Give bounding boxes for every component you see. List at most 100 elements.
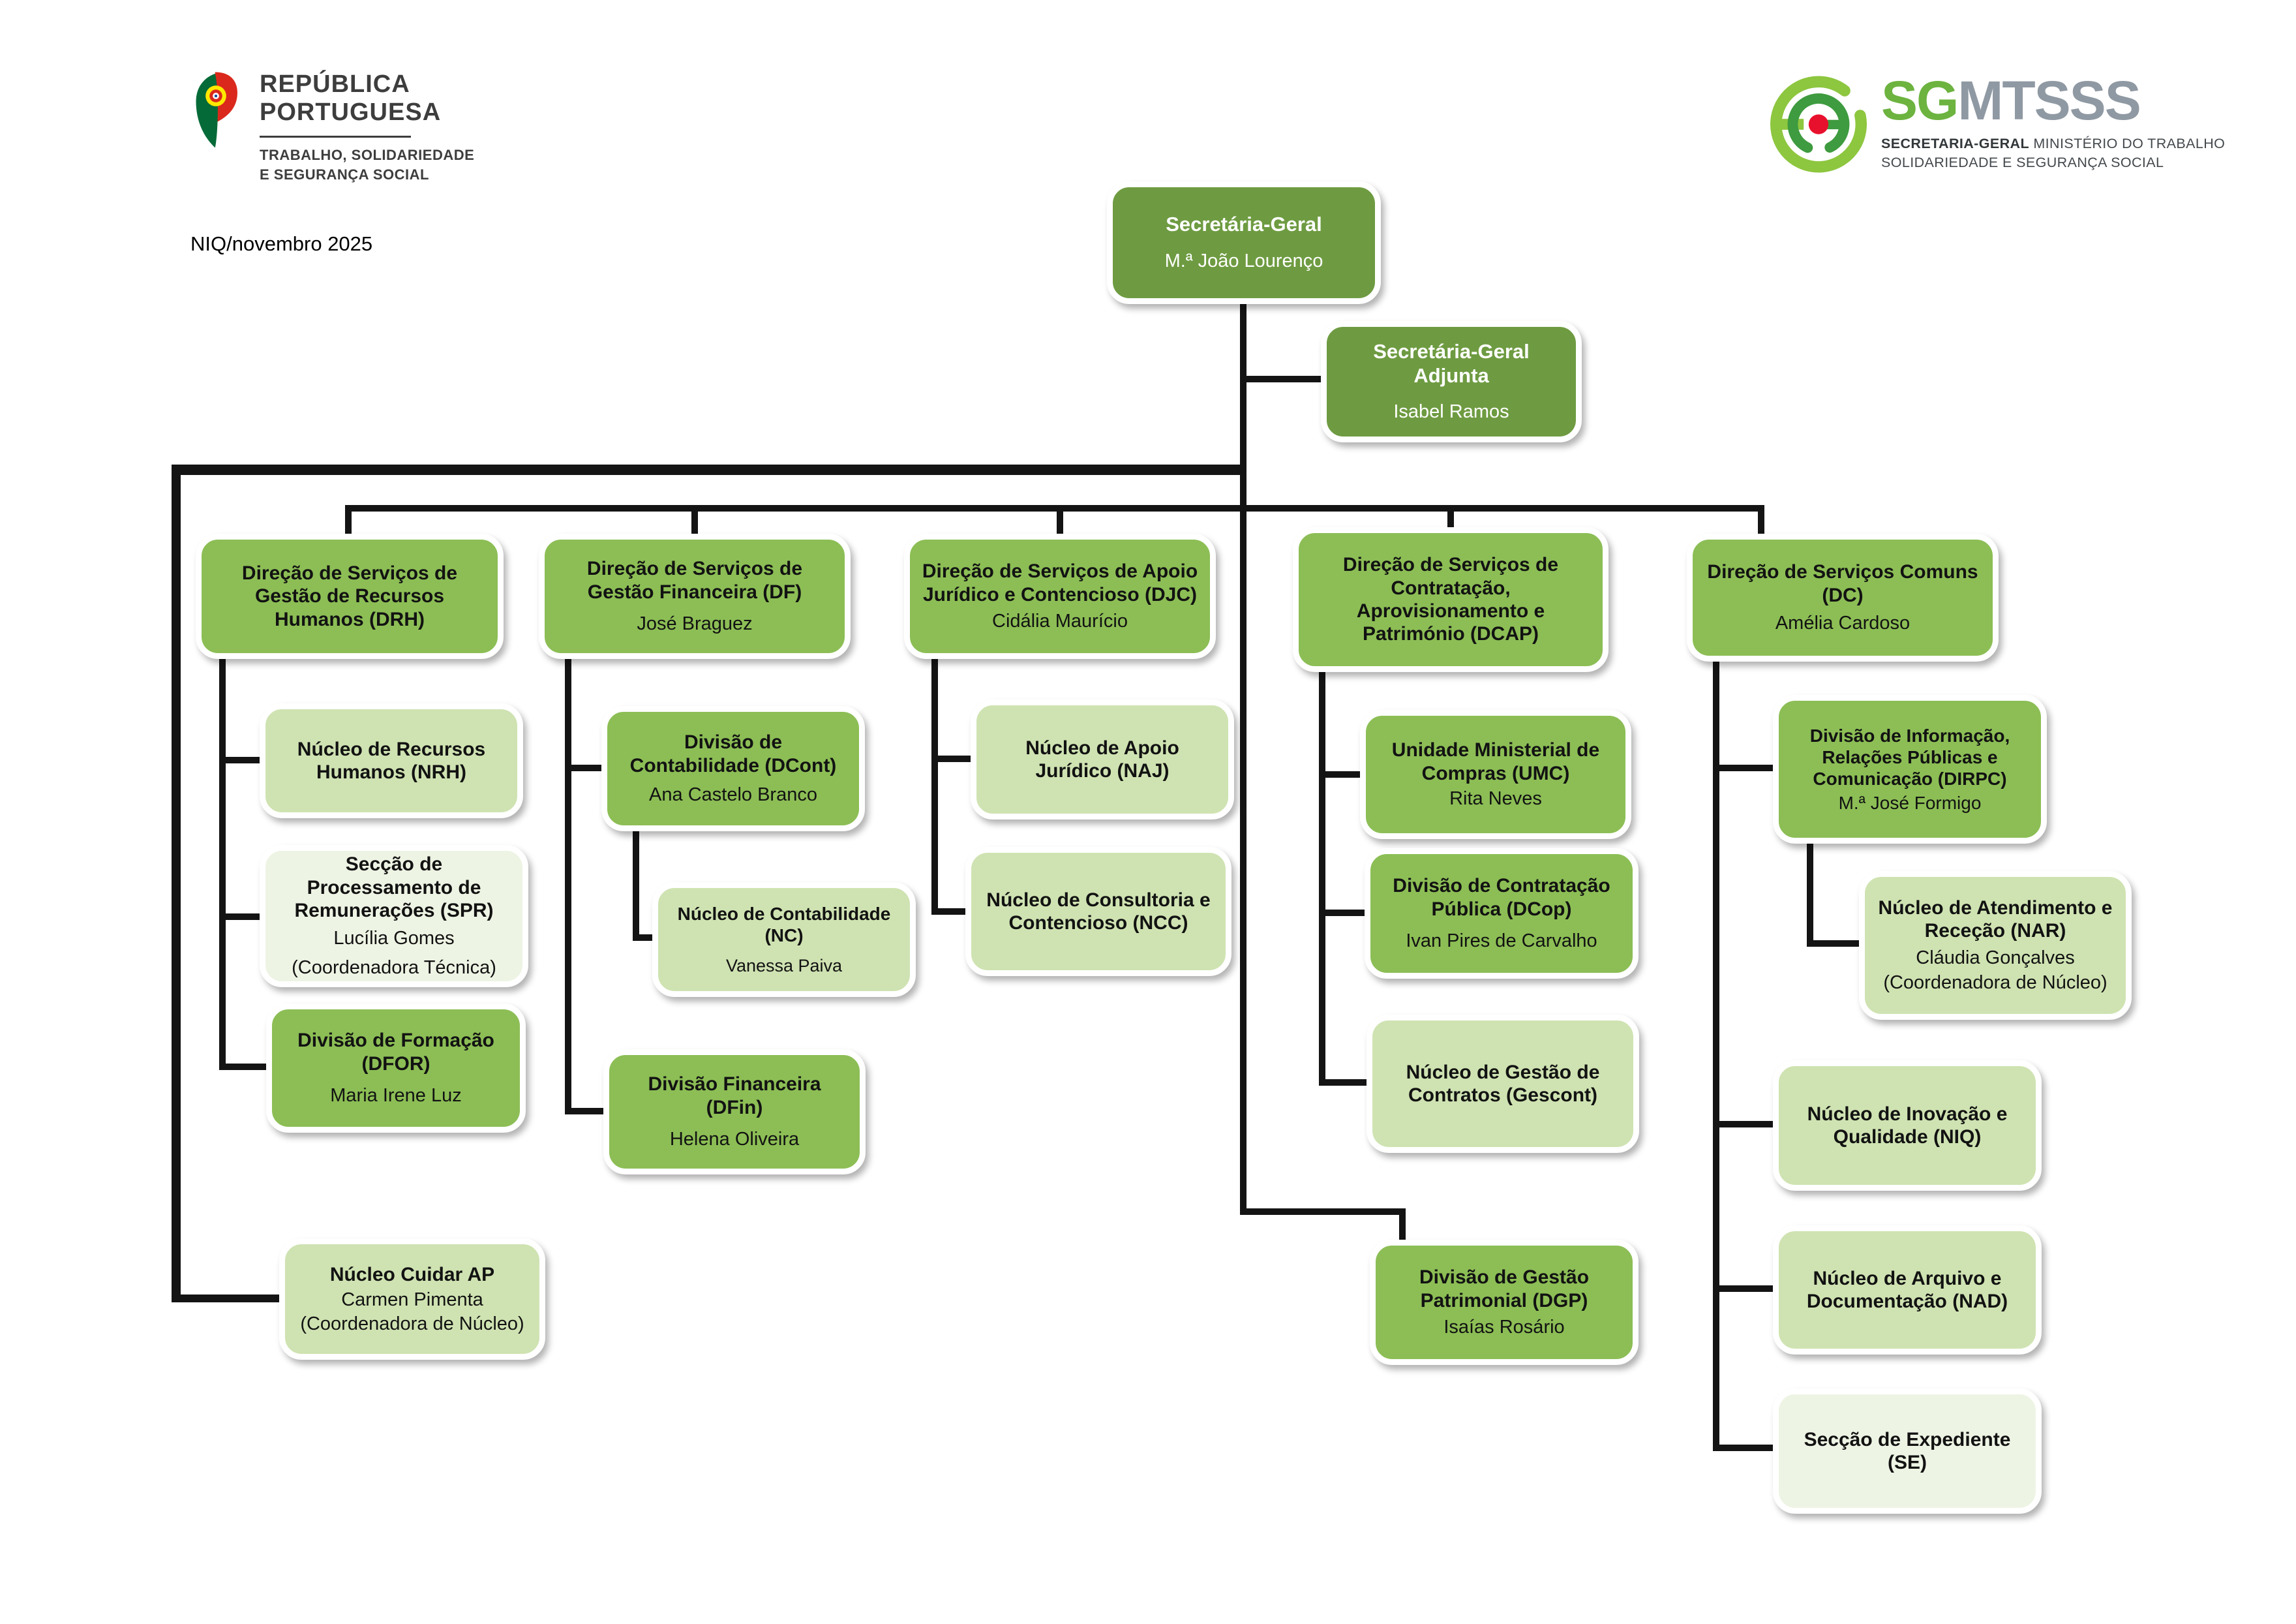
node-df-name: José Braguez [637, 613, 753, 634]
node-nar-title: Núcleo de Atendimento e Receção (NAR) [1878, 896, 2113, 942]
connector-dgp-elbow-v [1399, 1208, 1406, 1244]
node-djc-title: Direção de Serviços de Apoio Jurídico e … [922, 560, 1198, 605]
connector-stub-dfin [565, 1108, 605, 1114]
node-nar-name: Cláudia Gonçalves [1916, 947, 2075, 968]
node-nc-name: Vanessa Paiva [725, 955, 843, 975]
connector-stub-ncc [931, 908, 967, 915]
connector-main-vertical [1240, 301, 1246, 1215]
node-djc-name: Cidália Maurício [992, 610, 1128, 632]
connector-stub-dfor [219, 1064, 267, 1070]
connector-stub-umc [1319, 771, 1361, 778]
node-df-title: Direção de Serviços de Gestão Financeira… [586, 558, 803, 603]
node-drh-title: Direção de Serviços de Gestão de Recurso… [241, 562, 458, 630]
connector-stub-dcop [1319, 910, 1366, 916]
node-dfor-name: Maria Irene Luz [330, 1084, 462, 1106]
node-secretaria-geral-title: Secretária-Geral [1166, 213, 1322, 236]
connector-stub-df [691, 505, 698, 535]
sgmtsss-target-icon [1770, 76, 1867, 173]
node-dgp: Divisão de Gestão Patrimonial (DGP) Isaí… [1370, 1240, 1639, 1365]
node-se: Secção de Expediente (SE) [1773, 1388, 2042, 1514]
connector-stub-nar [1807, 940, 1860, 947]
connector-stub-dcont [565, 765, 603, 771]
connector-v-dcont [633, 829, 639, 941]
node-dcap: Direção de Serviços de Contratação, Apro… [1293, 527, 1609, 672]
node-dfin-title: Divisão Financeira (DFin) [648, 1073, 821, 1118]
connector-sga-stub [1240, 376, 1326, 382]
node-nar-note: (Coordenadora de Núcleo) [1883, 972, 2107, 994]
connector-left-vertical [172, 465, 181, 1302]
connector-stub-drh [345, 505, 352, 535]
tagline-rest: MINISTÉRIO DO TRABALHO [2029, 136, 2226, 151]
republica-text-block: REPÚBLICA PORTUGUESA TRABALHO, SOLIDARIE… [260, 70, 474, 184]
node-dcop-name: Ivan Pires de Carvalho [1406, 930, 1597, 951]
node-dirpc: Divisão de Informação, Relações Públicas… [1773, 695, 2047, 844]
connector-v-drh [219, 658, 226, 1070]
node-drh: Direção de Serviços de Gestão de Recurso… [196, 534, 504, 659]
node-nc: Núcleo de Contabilidade (NC) Vanessa Pai… [652, 882, 916, 997]
node-dcop-title: Divisão de Contratação Pública (DCop) [1393, 875, 1610, 920]
connector-stub-djc [1057, 505, 1063, 535]
node-spr-note: (Coordenadora Técnica) [292, 957, 496, 979]
connector-stub-dc [1758, 505, 1764, 535]
connector-v-dirpc [1807, 840, 1813, 947]
node-sga-title: Secretária-Geral Adjunta [1373, 340, 1530, 387]
node-nrh: Núcleo de Recursos Humanos (NRH) [260, 703, 523, 818]
republica-sector1: TRABALHO, SOLIDARIEDADE [260, 146, 475, 163]
node-secretaria-geral-adjunta: Secretária-Geral Adjunta Isabel Ramos [1321, 321, 1582, 442]
node-dfin-name: Helena Oliveira [669, 1128, 800, 1150]
node-ncc: Núcleo de Consultoria e Contencioso (NCC… [965, 847, 1231, 976]
node-dcont-name: Ana Castelo Branco [649, 784, 817, 805]
connector-v-df [565, 658, 571, 1114]
node-naj: Núcleo de Apoio Jurídico (NAJ) [971, 699, 1234, 820]
connector-cuidar-stub [172, 1295, 284, 1302]
connector-stub-nc [633, 934, 654, 941]
node-dfin: Divisão Financeira (DFin) Helena Oliveir… [603, 1049, 866, 1174]
connector-dgp-elbow-h [1240, 1208, 1406, 1215]
connector-stub-spr [219, 913, 261, 920]
connector-stub-dcap [1447, 505, 1454, 535]
node-dgp-name: Isaías Rosário [1443, 1316, 1565, 1338]
node-dfor: Divisão de Formação (DFOR) Maria Irene L… [266, 1004, 526, 1133]
node-niq: Núcleo de Inovação e Qualidade (NIQ) [1773, 1060, 2042, 1191]
node-nad-title: Núcleo de Arquivo e Documentação (NAD) [1806, 1267, 2008, 1312]
node-nrh-title: Núcleo de Recursos Humanos (NRH) [297, 738, 486, 783]
republica-sector2: E SEGURANÇA SOCIAL [260, 166, 429, 183]
sgmtsss-wordmark: SGMTSSS [1881, 73, 2225, 128]
node-se-title: Secção de Expediente (SE) [1804, 1428, 2011, 1473]
node-cuidar-ap: Núcleo Cuidar AP Carmen Pimenta (Coorden… [279, 1238, 545, 1360]
republica-portuguesa-logo: REPÚBLICA PORTUGUESA TRABALHO, SOLIDARIE… [190, 70, 474, 184]
node-djc: Direção de Serviços de Apoio Jurídico e … [904, 534, 1216, 659]
node-gescont: Núcleo de Gestão de Contratos (Gescont) [1367, 1015, 1639, 1153]
connector-stub-dirpc [1713, 765, 1774, 771]
node-cuidar-note: (Coordenadora de Núcleo) [300, 1313, 524, 1334]
node-dcap-title: Direção de Serviços de Contratação, Apro… [1342, 554, 1559, 645]
sgmtsss-tagline: SECRETARIA-GERAL MINISTÉRIO DO TRABALHO … [1881, 134, 2225, 172]
connector-stub-gescont [1319, 1079, 1368, 1086]
node-nc-title: Núcleo de Contabilidade (NC) [677, 903, 891, 945]
node-dirpc-title: Divisão de Informação, Relações Públicas… [1809, 725, 2010, 789]
node-dc-name: Amélia Cardoso [1775, 612, 1911, 634]
node-ncc-title: Núcleo de Consultoria e Contencioso (NCC… [986, 889, 1211, 934]
node-dirpc-name: M.ª José Formigo [1838, 792, 1982, 813]
node-nar: Núcleo de Atendimento e Receção (NAR) Cl… [1859, 871, 2132, 1020]
node-naj-title: Núcleo de Apoio Jurídico (NAJ) [1025, 737, 1179, 782]
node-secretaria-geral-name: M.ª João Lourenço [1164, 250, 1323, 271]
node-cuidar-title: Núcleo Cuidar AP [329, 1263, 495, 1285]
node-cuidar-name: Carmen Pimenta [341, 1289, 483, 1310]
connector-stub-se [1713, 1445, 1774, 1451]
node-umc-title: Unidade Ministerial de Compras (UMC) [1391, 739, 1600, 784]
connector-stub-niq [1713, 1121, 1774, 1127]
connector-v-dc [1713, 659, 1719, 1451]
node-niq-title: Núcleo de Inovação e Qualidade (NIQ) [1807, 1103, 2008, 1148]
wordmark-mtsss: MTSSS [1957, 70, 2141, 131]
node-df: Direção de Serviços de Gestão Financeira… [539, 534, 851, 659]
connector-stub-nrh [219, 757, 261, 763]
node-nad: Núcleo de Arquivo e Documentação (NAD) [1773, 1225, 2042, 1355]
portugal-flag-icon [196, 72, 237, 148]
node-dcont-title: Divisão de Contabilidade (DCont) [629, 731, 837, 776]
connector-stub-nad [1713, 1285, 1774, 1292]
node-spr-name: Lucília Gomes [333, 928, 455, 949]
wordmark-sg: SG [1881, 70, 1959, 131]
node-dc-title: Direção de Serviços Comuns (DC) [1707, 561, 1978, 606]
connector-v-djc [931, 658, 938, 915]
